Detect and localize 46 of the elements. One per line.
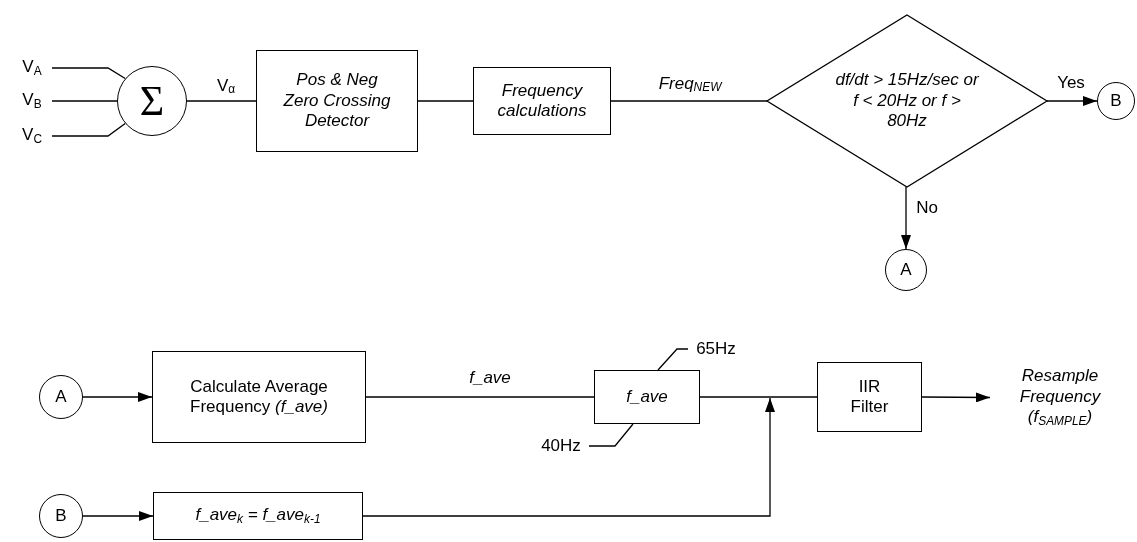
arrow (82, 392, 153, 402)
box-label: Frequency calculations (496, 80, 588, 122)
process-box (256, 50, 418, 152)
process-box (473, 67, 611, 135)
connector-line (51, 100, 118, 102)
limit-label: 40Hz (533, 435, 589, 457)
decision-diamond (767, 15, 1047, 187)
connector-letter: A (55, 386, 67, 408)
output-label: Resample Frequency (f$_{SAMPLE}$) (990, 355, 1130, 440)
sum-symbol: Σ (139, 80, 165, 122)
connector-circle (39, 375, 83, 419)
process-box (152, 351, 366, 443)
arrow (921, 392, 991, 403)
connector-letter: B (1110, 90, 1122, 112)
edge-label: f_ave (467, 368, 513, 388)
arrow (1046, 96, 1098, 106)
connector-line (186, 100, 257, 102)
leader-line (657, 348, 689, 371)
process-box (594, 370, 700, 424)
signal-label: V$_{B}$ (12, 89, 52, 113)
signal-label: V$_{A}$ (12, 56, 52, 80)
connector-line (51, 67, 126, 80)
connector-line (365, 396, 595, 398)
connector-letter: A (900, 259, 912, 281)
process-box (153, 492, 363, 540)
arrow (901, 186, 911, 250)
leader-line (588, 423, 634, 447)
box-label: df/dt > 15Hz/sec or f < 20Hz or f > 80Hz (834, 70, 980, 132)
connector-line (699, 396, 818, 398)
box-label: Pos & Neg Zero Crossing Detector (282, 70, 392, 132)
connector-circle (39, 494, 83, 538)
arrow (362, 397, 775, 517)
box-label: Calculate Average Frequency (f_ave) (189, 376, 329, 418)
connector-circle (1097, 82, 1135, 120)
process-box (817, 362, 922, 432)
connector-line (417, 100, 474, 102)
box-label: IIR Filter (849, 376, 890, 418)
arrow (82, 511, 154, 521)
box-label: f_ave (626, 386, 668, 408)
connector-line (51, 122, 126, 137)
connector-line (610, 100, 768, 102)
connector-letter: B (55, 505, 67, 527)
limit-label: 65Hz (688, 338, 744, 360)
connector-circle (885, 249, 927, 291)
box-label: f_ave$_{k}$ = f_ave$_{k-1}$ (195, 505, 321, 527)
signal-label: V$_{C}$ (12, 124, 52, 148)
